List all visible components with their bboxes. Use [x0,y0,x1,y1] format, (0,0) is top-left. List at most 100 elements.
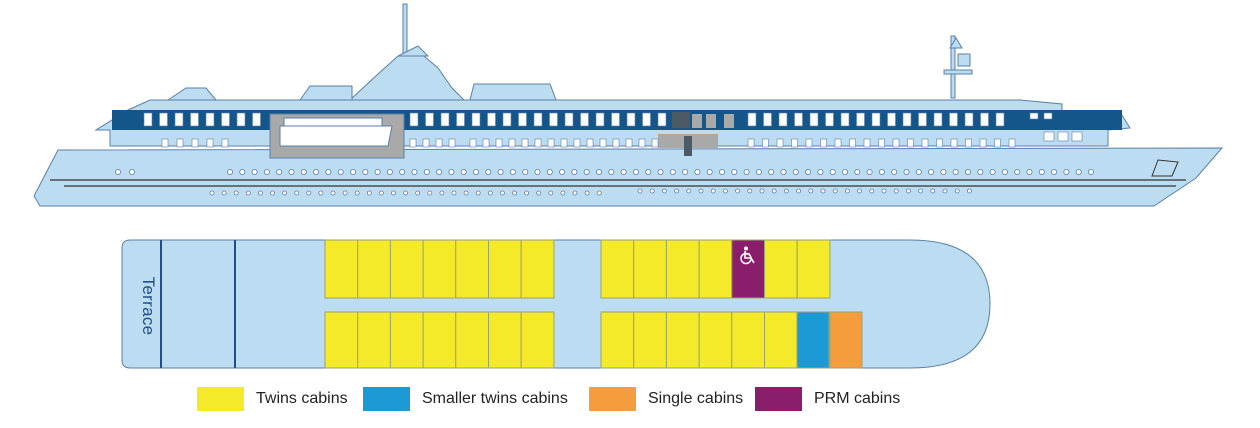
window [840,112,850,127]
ship-windows [115,112,1095,196]
porthole [115,168,122,175]
window [435,138,443,148]
window [933,112,943,127]
porthole [620,168,627,175]
porthole [572,190,578,196]
porthole [930,188,936,194]
cabin [665,239,700,299]
window [642,112,651,127]
legend-item-twins: Twins cabins [197,387,348,411]
porthole [1001,168,1008,175]
porthole [354,190,360,196]
porthole [270,190,275,196]
porthole [866,168,873,175]
cabin [488,311,522,369]
window [495,138,503,148]
window [560,138,568,148]
porthole [918,188,923,194]
porthole [906,188,911,194]
cabin [731,311,765,369]
porthole [415,190,421,196]
porthole [967,188,972,194]
porthole [891,168,898,175]
porthole [245,190,251,196]
porthole [282,190,288,196]
terrace-label: Terrace [139,276,158,336]
window [448,138,456,148]
legend-label: Twins cabins [256,390,348,407]
porthole [583,168,590,175]
window [190,112,199,127]
legend-label: PRM cabins [814,390,901,407]
porthole [546,168,553,175]
porthole [536,190,542,196]
window [508,138,516,148]
cabin [600,311,635,369]
window [547,138,555,148]
porthole [808,188,814,194]
porthole [423,168,430,175]
cabin [422,239,457,299]
window [1043,131,1055,142]
window [863,138,871,148]
porthole [509,168,516,175]
legend-item-single: Single cabins [589,387,743,411]
porthole [977,168,984,175]
window [949,112,958,127]
window [995,112,1005,127]
porthole [706,168,713,175]
window [425,112,434,127]
porthole [330,190,336,196]
cabin [357,311,391,369]
porthole [257,190,263,196]
window [834,138,842,148]
porthole [436,168,443,175]
porthole [820,188,826,194]
porthole [928,168,935,175]
window [794,112,803,127]
window [161,138,169,148]
forward-mast [950,35,956,99]
porthole [128,168,135,175]
cabin [796,239,831,299]
porthole [632,168,639,175]
porthole [233,190,239,196]
lifeboat-icon [279,117,393,147]
porthole [657,168,664,175]
porthole [784,188,789,194]
window [626,112,636,127]
porthole [869,188,875,194]
window [586,138,594,148]
window [964,112,974,127]
window [252,112,261,127]
hull [33,147,1224,207]
porthole [989,168,996,175]
window [221,112,230,127]
porthole [771,188,777,194]
porthole [1051,168,1058,175]
cabin [633,311,667,369]
porthole [411,168,418,175]
porthole [854,168,861,175]
window [595,112,605,127]
cabin [698,311,733,369]
porthole [954,188,960,194]
window [1071,131,1083,142]
window [625,138,633,148]
window [1043,112,1053,120]
porthole [1088,168,1095,175]
porthole [487,190,493,196]
window [994,138,1001,148]
porthole [780,168,787,175]
porthole [451,190,457,196]
window [651,138,659,148]
window [482,138,490,148]
porthole [747,188,753,194]
window [206,138,214,148]
window [580,112,589,127]
porthole [768,168,775,175]
porthole [608,168,615,175]
porthole [731,168,738,175]
window [776,138,784,148]
window [825,112,834,127]
